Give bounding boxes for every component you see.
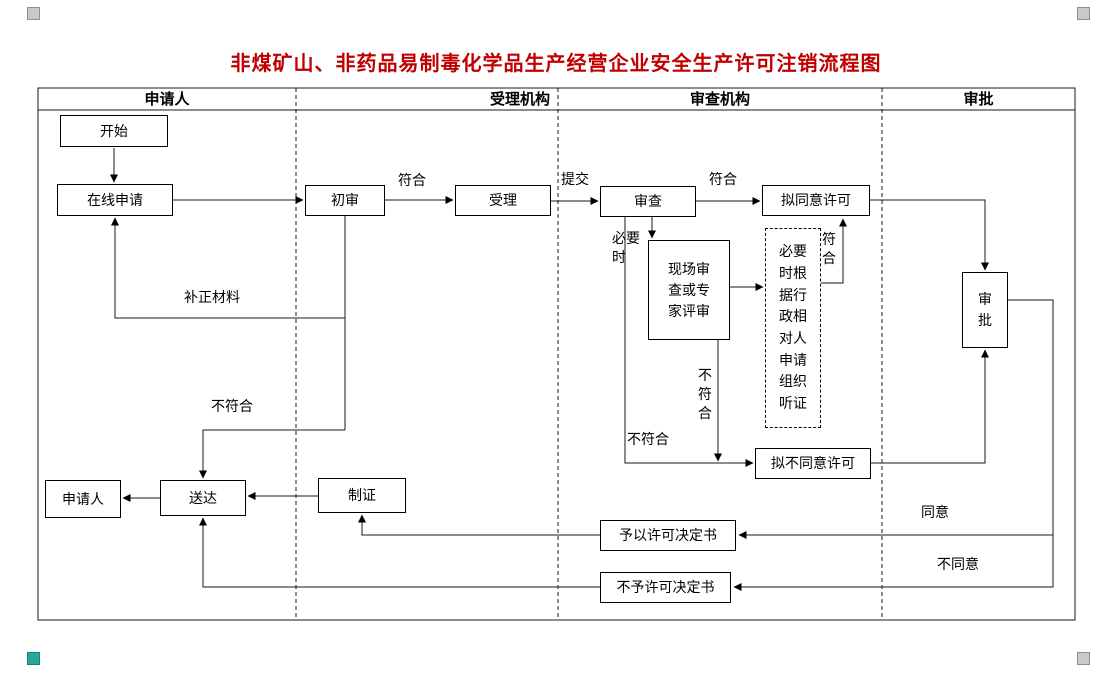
flow-node-onsite-review: 现场审查或专家评审 (648, 240, 730, 340)
edge-label-agree: 同意 (921, 504, 949, 520)
edge-supplement-back-to-online (111, 217, 345, 319)
edge-label-conform-2: 符合 (709, 171, 737, 187)
edge-review-to-propose-deny (624, 217, 754, 467)
edge-label-conform-1: 符合 (398, 172, 426, 188)
flow-node-deny-decision: 不予许可决定书 (600, 572, 731, 603)
flow-node-review: 审查 (600, 186, 696, 217)
edge-hearing-to-propose-approve (821, 218, 847, 284)
edge-propose-deny-to-approval (871, 349, 989, 464)
corner-handle-bottom-left (27, 652, 40, 665)
flow-node-online-apply: 在线申请 (57, 184, 173, 216)
swimlane-frame (37, 87, 1076, 621)
flow-node-propose-deny: 拟不同意许可 (755, 448, 871, 479)
flow-node-deliver: 送达 (160, 480, 246, 516)
edge-label-disagree: 不同意 (937, 556, 979, 572)
page-title: 非煤矿山、非药品易制毒化学品生产经营企业安全生产许可注销流程图 (230, 53, 882, 75)
flow-node-start: 开始 (60, 115, 168, 147)
edge-approval-to-deny-decision (733, 299, 1054, 591)
flow-node-propose-approve: 拟同意许可 (762, 185, 870, 216)
corner-handle-top-right (1077, 7, 1090, 20)
flow-node-grant-decision: 予以许可决定书 (600, 520, 736, 551)
flow-node-certify: 制证 (318, 478, 406, 513)
flow-node-approval: 审批 (962, 272, 1008, 348)
edge-label-conform-3: 符合 (822, 231, 836, 266)
flow-node-initial-review: 初审 (305, 185, 385, 216)
corner-handle-top-left (27, 7, 40, 20)
corner-handle-bottom-right (1077, 652, 1090, 665)
edge-label-submit: 提交 (561, 171, 589, 187)
edge-label-not-conform-initial: 不符合 (211, 398, 253, 414)
edge-label-not-conform-onsite: 不符合 (698, 367, 712, 421)
edge-propose-approve-to-approval (870, 199, 989, 271)
edge-label-supplement-materials: 补正材料 (184, 289, 240, 305)
lane-header-approval: 审批 (963, 91, 994, 108)
edge-grant-decision-to-certify (358, 514, 600, 536)
flow-node-accept: 受理 (455, 185, 551, 216)
edge-deny-decision-to-deliver (199, 517, 600, 588)
lane-header-review-agency: 审查机构 (689, 91, 750, 108)
edge-initial-not-conform-to-deliver (199, 429, 345, 479)
lane-header-applicant: 申请人 (144, 91, 190, 108)
edge-label-not-conform-review: 不符合 (627, 431, 669, 447)
flow-node-hearing: 必要时根据行政相对人申请组织听证 (765, 228, 821, 428)
flow-node-applicant: 申请人 (45, 480, 121, 518)
edge-label-when-necessary: 必要时 (612, 230, 640, 265)
lane-header-accepting-agency: 受理机构 (489, 91, 550, 108)
